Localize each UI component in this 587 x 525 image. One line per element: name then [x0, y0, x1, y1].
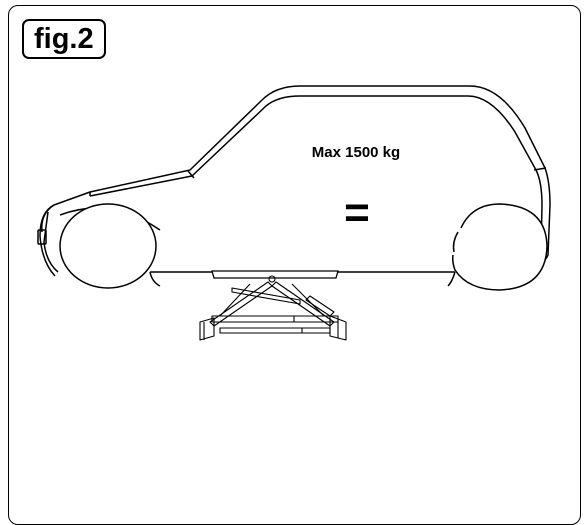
rear-wheel [452, 203, 548, 291]
figure-label: fig.2 [22, 19, 106, 59]
lift-pad [211, 270, 339, 279]
front-wheel [59, 203, 157, 289]
car-lift-diagram: Max 1500 kg = [37, 85, 551, 341]
max-load-label: Max 1500 kg [312, 144, 400, 161]
scissor-lift [199, 275, 347, 341]
equals-symbol: = [344, 188, 370, 237]
